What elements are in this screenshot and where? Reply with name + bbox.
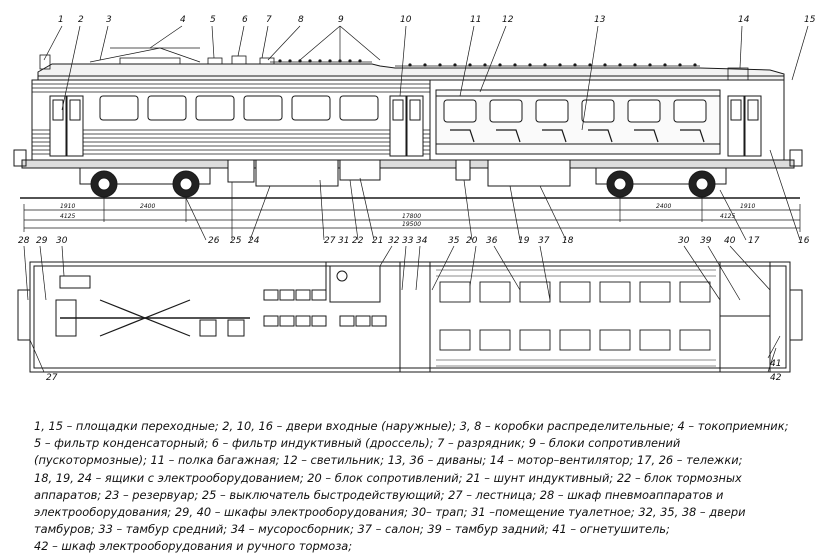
dimension-label: 17800	[402, 213, 421, 220]
dimension-label: 4125	[720, 213, 735, 220]
callout-15: 15	[804, 15, 816, 25]
callout-27-plan: 27	[46, 373, 58, 383]
callout-1: 1	[58, 15, 64, 25]
callout-27: 27	[324, 236, 336, 246]
callout-31: 31	[338, 236, 349, 246]
callout-4: 4	[180, 15, 186, 25]
callout-42: 42	[770, 373, 782, 383]
callout-16: 16	[798, 236, 810, 246]
legend-line: 1, 15 – площадки переходные; 2, 10, 16 –…	[34, 419, 789, 433]
dimension-label: 4125	[60, 213, 75, 220]
callout-20: 20	[466, 236, 478, 246]
railcar-drawing: 1 2 3 4 5 6 7 8 9 10 11 12 13 14 15 26 2…	[13, 15, 816, 383]
callout-18: 18	[562, 236, 574, 246]
dimension-label: 2400	[656, 203, 671, 210]
dimension-label: 1910	[60, 203, 75, 210]
callout-29: 29	[36, 236, 48, 246]
callout-25: 25	[230, 236, 242, 246]
dimension-label: 19500	[402, 221, 421, 228]
legend: 1, 15 – площадки переходные; 2, 10, 16 –…	[34, 418, 824, 556]
callout-11: 11	[470, 15, 481, 25]
callout-30-right: 30	[678, 236, 690, 246]
callout-41: 41	[770, 359, 781, 369]
callout-19: 19	[518, 236, 530, 246]
callout-14: 14	[738, 15, 750, 25]
plan-view	[17, 261, 803, 373]
legend-line: 42 – шкаф электрооборудования и ручного …	[34, 539, 353, 554]
legend-line: (пускотормозные); 11 – полка багажная; 1…	[34, 453, 743, 468]
callout-2: 2	[78, 15, 84, 25]
legend-line: аппаратов; 23 – резервуар; 25 – выключат…	[34, 487, 724, 502]
dimension-label: 2400	[140, 203, 155, 210]
legend-line: 18, 19, 24 – ящики с электрооборудование…	[34, 470, 742, 485]
callout-34: 34	[416, 236, 428, 246]
callout-21: 21	[372, 236, 383, 246]
legend-line: электрооборудования; 29, 40 – шкафы элек…	[34, 505, 746, 520]
callout-12: 12	[502, 15, 514, 25]
callout-32: 32	[388, 236, 400, 246]
callout-35: 35	[448, 236, 460, 246]
callout-6: 6	[242, 15, 248, 25]
callout-37: 37	[538, 236, 550, 246]
callout-17: 17	[748, 236, 760, 246]
callout-13: 13	[594, 15, 606, 25]
callout-40: 40	[724, 236, 736, 246]
callout-5: 5	[210, 15, 216, 25]
callout-24: 24	[248, 236, 260, 246]
side-view	[13, 47, 803, 232]
callout-8: 8	[298, 15, 304, 25]
callout-7: 7	[266, 15, 272, 25]
callout-36: 36	[486, 236, 498, 246]
legend-line: тамбуров; 33 – тамбур средний; 34 – мусо…	[34, 522, 670, 537]
callout-30: 30	[56, 236, 68, 246]
legend-line: 5 – фильтр конденсаторный; 6 – фильтр ин…	[34, 436, 681, 451]
leader-lines	[23, 25, 809, 373]
callout-22: 22	[352, 236, 364, 246]
dimension-label: 1910	[740, 203, 755, 210]
callout-28: 28	[18, 236, 30, 246]
callout-9: 9	[338, 15, 344, 25]
callout-26: 26	[208, 236, 220, 246]
callout-39: 39	[700, 236, 712, 246]
callout-33: 33	[402, 236, 414, 246]
callout-10: 10	[400, 15, 412, 25]
callout-3: 3	[106, 15, 112, 25]
